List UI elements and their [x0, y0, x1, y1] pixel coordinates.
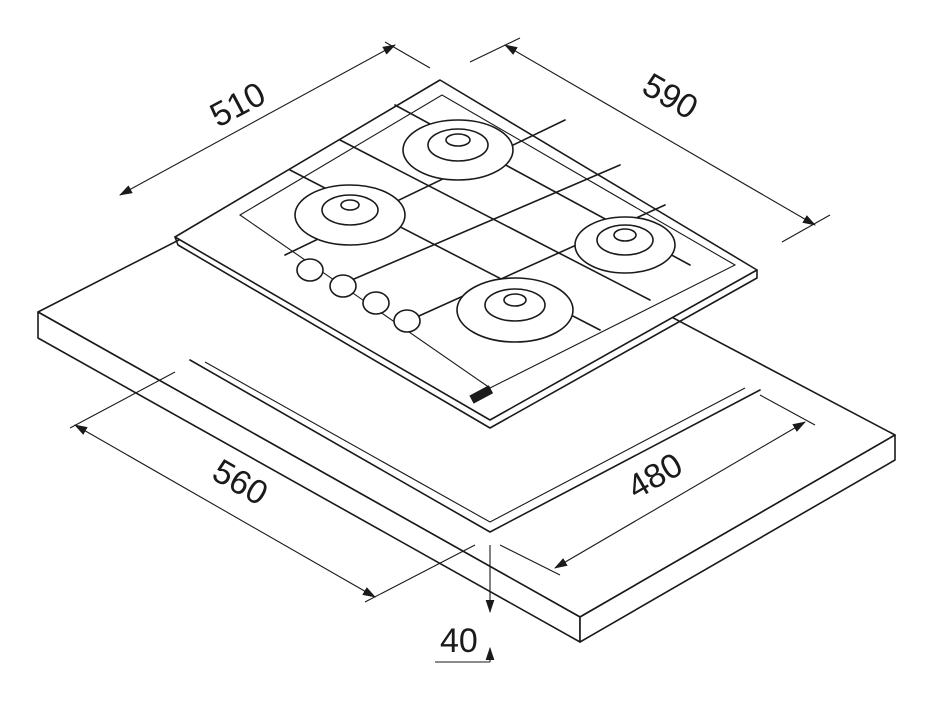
burner-right: [574, 216, 676, 274]
burner-rear: [402, 119, 514, 181]
dimension-label-40: 40: [440, 622, 478, 660]
dimension-label-510: 510: [204, 75, 272, 135]
burner-left: [294, 184, 406, 246]
control-knobs: [296, 258, 421, 333]
burner-front: [456, 277, 574, 343]
dimension-label-590: 590: [636, 66, 704, 127]
dimension-lines: [69, 37, 831, 663]
brand-logo: [469, 385, 494, 404]
